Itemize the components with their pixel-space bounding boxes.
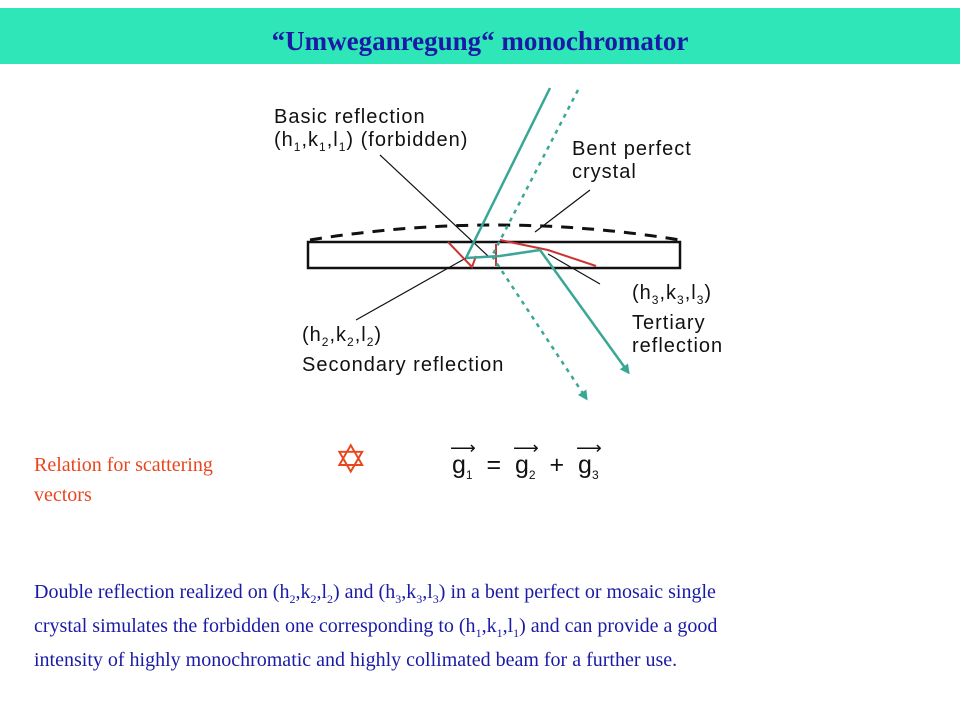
label-basic-hkl: (h1,k1,l1) (forbidden): [274, 129, 469, 154]
label-secondary-hkl: (h2,k2,l2): [302, 324, 383, 349]
pointer-secondary: [355, 257, 467, 321]
internal-beam: [465, 248, 541, 260]
tertiary-reflection-path: [499, 239, 597, 267]
description-line-2: crystal simulates the forbidden one corr…: [34, 615, 718, 640]
secondary-reflection-path: [447, 241, 477, 269]
label-tertiary: (h3,k3,l3) Tertiary reflection: [632, 282, 724, 357]
pointer-bent: [534, 189, 591, 233]
forbidden-incident-beam: [490, 89, 580, 257]
page-title: “Umweganregung“ monochromator: [271, 26, 689, 56]
label-secondary: (h2,k2,l2) Secondary reflection: [302, 324, 505, 376]
pointer-basic: [379, 154, 489, 257]
description-text: Double reflection realized on (h2,k2,l2)…: [34, 579, 954, 674]
label-tertiary-hkl: (h3,k3,l3): [632, 282, 713, 307]
relation-label: Relation for scattering vectors: [34, 454, 213, 506]
title-bar: [0, 8, 960, 64]
bent-crystal-arc: [309, 223, 681, 242]
scattering-vector-equation: ⟶g1 = ⟶g2 + ⟶g3: [450, 438, 602, 482]
label-basic-reflection: Basic reflection (h1,k1,l1) (forbidden): [274, 106, 468, 159]
description-line-1: Double reflection realized on (h2,k2,l2)…: [34, 581, 716, 606]
exit-beam: [538, 249, 630, 375]
description-line-3: intensity of highly monochromatic and hi…: [34, 649, 678, 671]
label-bent-crystal: Bent perfect crystal: [572, 138, 692, 183]
incident-beam: [464, 87, 552, 259]
forbidden-reflected-beam: [490, 255, 588, 401]
pointer-tertiary: [547, 253, 601, 285]
crystal-slab: [306, 240, 682, 270]
star-of-david-icon: ✡: [334, 437, 368, 482]
